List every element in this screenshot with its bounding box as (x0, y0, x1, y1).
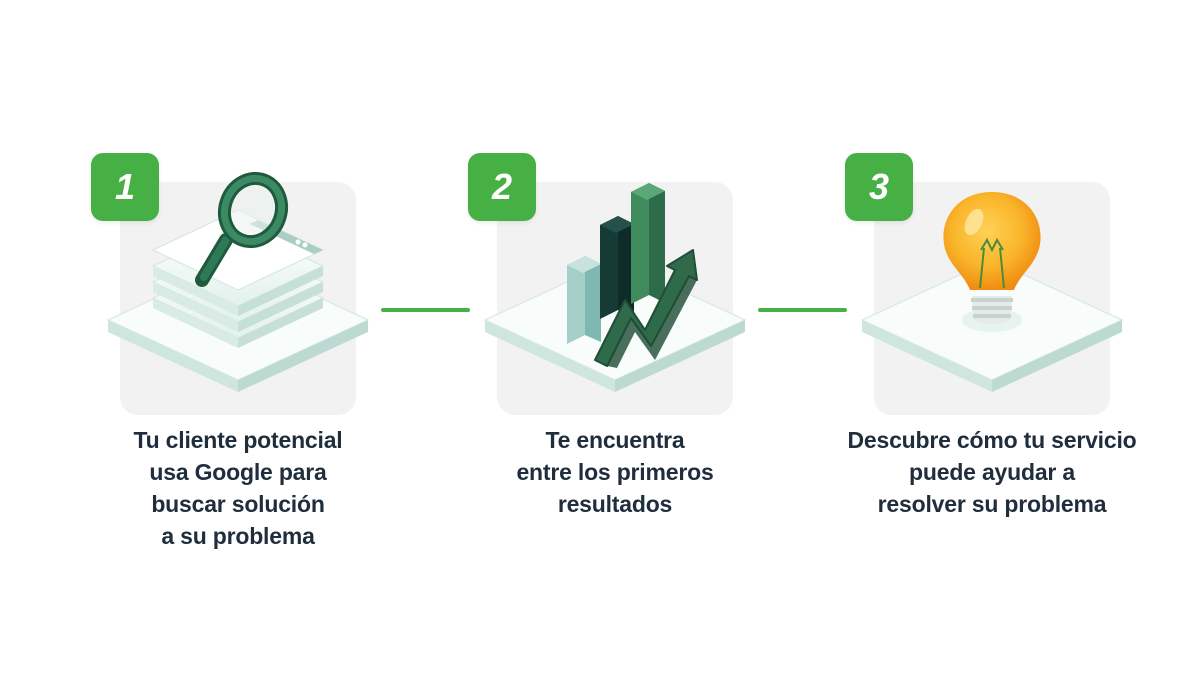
lightbulb-icon (860, 192, 1124, 392)
step-caption: Descubre cómo tu servicio puede ayudar a… (822, 424, 1162, 520)
caption-line: Te encuentra (545, 427, 685, 453)
caption-line: resolver su problema (877, 491, 1107, 517)
step-number-badge: 1 (91, 153, 159, 221)
connector-line (381, 308, 470, 312)
step-1: 1 Tu cliente potencial usa Google para b… (68, 0, 408, 675)
step-3: 3 Descubre cómo tu servicio puede ayudar… (822, 0, 1162, 675)
growth-chart-icon (483, 183, 747, 392)
step-number-badge: 2 (468, 153, 536, 221)
magnifier-icon (106, 171, 370, 392)
caption-line: Tu cliente potencial (133, 427, 343, 453)
caption-line: Descubre cómo tu servicio (847, 427, 1137, 453)
caption-line: a su problema (161, 523, 315, 549)
caption-line: puede ayudar a (909, 459, 1075, 485)
caption-line: entre los primeros (516, 459, 714, 485)
caption-line: buscar solución (151, 491, 325, 517)
step-caption: Tu cliente potencial usa Google para bus… (68, 424, 408, 552)
connector-line (758, 308, 847, 312)
step-2: 2 Te encuentra entre los primeros result… (445, 0, 785, 675)
step-caption: Te encuentra entre los primeros resultad… (445, 424, 785, 520)
caption-line: resultados (557, 491, 673, 517)
caption-line: usa Google para (149, 459, 327, 485)
step-number-badge: 3 (845, 153, 913, 221)
